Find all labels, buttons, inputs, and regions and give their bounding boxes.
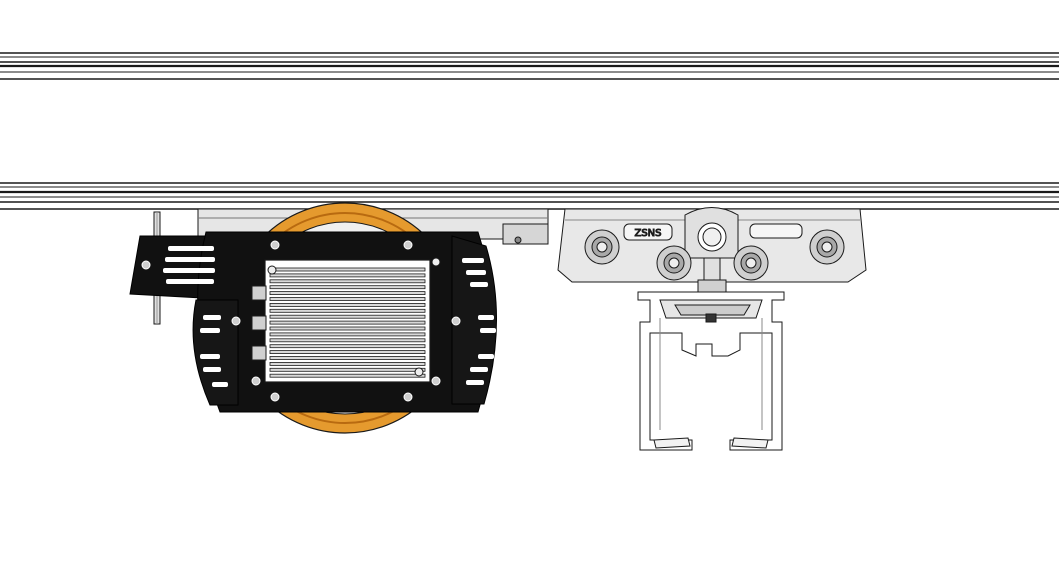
heatsink-fin	[269, 273, 426, 278]
heatsink-fin	[269, 326, 426, 331]
heatsink-fin	[269, 314, 426, 319]
heatsink-fin	[269, 297, 426, 301]
heatsink	[251, 257, 441, 383]
heatsink-fin	[269, 279, 426, 284]
heatsink-fin	[269, 267, 426, 272]
heatsink-fin	[269, 361, 426, 366]
housing-screws	[141, 240, 461, 402]
heatsink-fin	[269, 332, 426, 337]
heatsink-fin	[269, 350, 426, 355]
heatsink-fin	[269, 320, 426, 325]
heatsink-fin	[269, 291, 426, 296]
rail-logo: ZSNS	[634, 228, 661, 239]
rollers	[584, 229, 845, 281]
heatsink-fin	[269, 285, 426, 290]
heatsink-fin	[269, 344, 426, 349]
aluminium-profile	[637, 291, 785, 451]
heatsink-fin	[269, 367, 426, 372]
roller-carriage: ZSNS	[557, 207, 867, 293]
heatsink-fin	[269, 302, 426, 307]
lower-rail	[0, 182, 1059, 210]
heatsink-fin	[269, 373, 426, 378]
vent-slots	[163, 246, 496, 387]
heatsink-fin	[269, 356, 426, 360]
heatsink-fin	[269, 308, 426, 313]
upper-rail	[0, 52, 1059, 80]
heatsink-fin	[269, 338, 426, 343]
